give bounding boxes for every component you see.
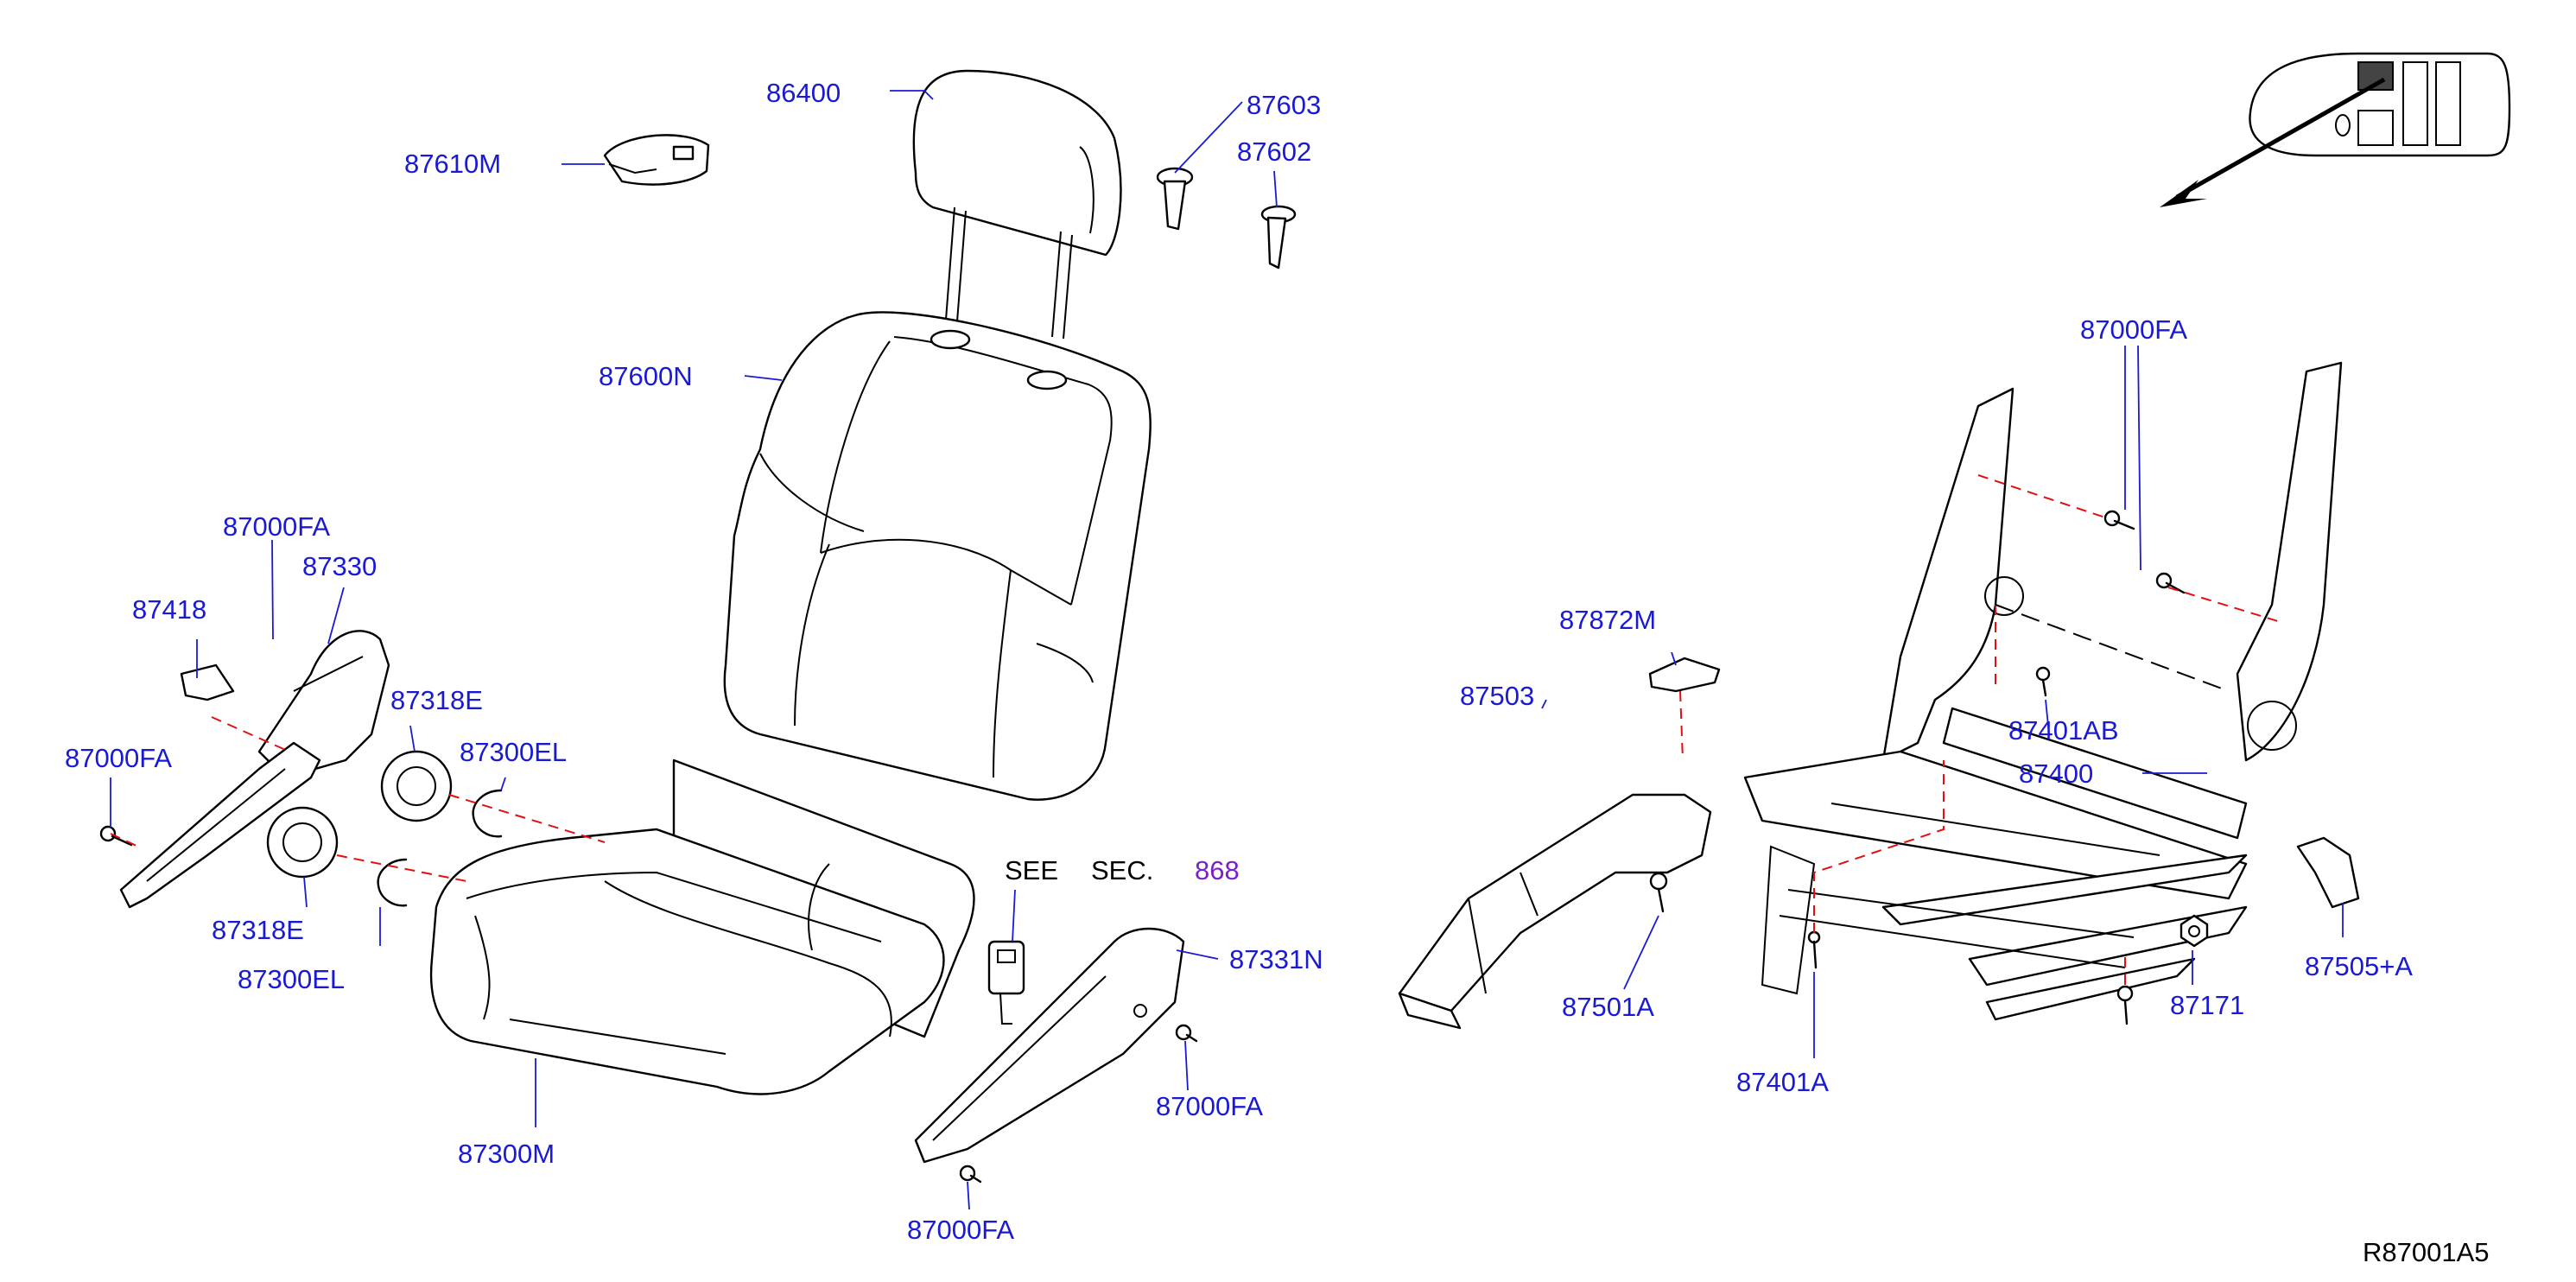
headrest-guide-87603[interactable]: [1156, 167, 1194, 231]
bolt-87000FA-frame-a[interactable]: [2103, 510, 2135, 530]
label-87318E-bottom[interactable]: 87318E: [212, 915, 304, 945]
label-87400[interactable]: 87400: [2019, 758, 2094, 789]
label-87401A[interactable]: 87401A: [1736, 1067, 1829, 1097]
install-line: [1813, 760, 1945, 933]
leader-line: [1541, 699, 1547, 709]
label-87300EL-bottom[interactable]: 87300EL: [238, 964, 346, 994]
install-line: [1679, 690, 1684, 761]
clip-87300EL-bottom[interactable]: [377, 858, 408, 907]
side-trim-87418[interactable]: [180, 663, 235, 701]
recliner-cover-87330[interactable]: [257, 630, 390, 779]
leader-line: [744, 375, 783, 381]
leader-line: [1012, 889, 1016, 942]
install-line: [336, 854, 467, 882]
label-87331N[interactable]: 87331N: [1229, 944, 1323, 974]
leader-line: [271, 539, 274, 640]
side-bracket-left[interactable]: [119, 741, 321, 909]
label-87318E-top[interactable]: 87318E: [390, 685, 483, 715]
label-87505A[interactable]: 87505+A: [2305, 951, 2413, 981]
bolt-87000FA-right-top[interactable]: [1175, 1024, 1198, 1043]
label-87610M[interactable]: 87610M: [404, 149, 502, 179]
leader-line: [2137, 345, 2141, 571]
label-87171[interactable]: 87171: [2170, 990, 2245, 1020]
bolt-87401A-right[interactable]: [2116, 985, 2134, 1025]
knob-87318E-bottom[interactable]: [266, 806, 339, 879]
label-87000FA-right-bottom[interactable]: 87000FA: [907, 1215, 1015, 1245]
nut-87171[interactable]: [2179, 914, 2209, 948]
seat-back-87600N[interactable]: [723, 311, 1152, 801]
label-87600N[interactable]: 87600N: [599, 361, 693, 391]
leader-line: [2045, 699, 2050, 735]
leader-line: [1671, 651, 1677, 666]
bolt-87401AB[interactable]: [2035, 666, 2051, 697]
label-87300M[interactable]: 87300M: [458, 1139, 555, 1169]
label-87418[interactable]: 87418: [132, 594, 207, 625]
install-line: [1995, 604, 2230, 692]
install-line: [110, 833, 139, 847]
install-line: [211, 716, 290, 752]
leader-line: [409, 725, 416, 752]
label-87401AB[interactable]: 87401AB: [2008, 715, 2119, 746]
bolt-87000FA-frame-b[interactable]: [2155, 572, 2186, 594]
leader-line: [1174, 101, 1243, 174]
cover-87505A[interactable]: [2296, 836, 2360, 909]
front-direction-arrow-icon: [2160, 77, 2386, 207]
clip-87300EL-top[interactable]: [472, 789, 503, 838]
seat-cover-87503[interactable]: [1398, 793, 1712, 1030]
section-868-link[interactable]: 868: [1195, 855, 1240, 885]
diagram-code: R87001A5: [2363, 1237, 2490, 1267]
leader-line: [1273, 170, 1278, 208]
install-line: [448, 794, 606, 843]
label-87000FA-right-top[interactable]: 87000FA: [1156, 1091, 1264, 1121]
sec-text: SEC.: [1091, 855, 1154, 885]
headrest-86400[interactable]: [912, 69, 1122, 340]
leader-line: [500, 777, 506, 791]
seat-belt-buckle[interactable]: [987, 940, 1025, 1025]
label-87000FA-left-top[interactable]: 87000FA: [223, 511, 331, 542]
install-line: [2167, 587, 2281, 623]
knob-87318E-top[interactable]: [380, 750, 453, 822]
label-87330[interactable]: 87330: [302, 551, 378, 581]
label-87501A[interactable]: 87501A: [1562, 992, 1654, 1022]
vehicle-top-view-icon: [2249, 52, 2511, 157]
label-87503[interactable]: 87503: [1460, 681, 1535, 711]
label-87000FA-frame[interactable]: 87000FA: [2080, 314, 2188, 345]
headrest-guide-87602[interactable]: [1260, 205, 1297, 270]
bolt-87401A[interactable]: [1807, 930, 1821, 969]
leader-line: [1184, 1040, 1189, 1091]
seat-cushion-87300M[interactable]: [429, 758, 975, 1095]
leader-line: [967, 1181, 970, 1210]
side-shield-87331N[interactable]: [914, 927, 1185, 1164]
bolt-87000FA-left[interactable]: [99, 825, 133, 847]
leader-line: [303, 876, 308, 908]
leader-line: [890, 90, 934, 100]
bolt-87000FA-right-bottom[interactable]: [959, 1165, 982, 1184]
label-87300EL-top[interactable]: 87300EL: [460, 737, 568, 767]
seat-frame-87400[interactable]: [1743, 361, 2343, 1021]
see-text: SEE: [1005, 855, 1059, 885]
bolt-87501A[interactable]: [1649, 872, 1668, 913]
cover-87872M[interactable]: [1648, 657, 1721, 693]
install-line: [1977, 474, 2109, 519]
cover-87610M[interactable]: [603, 134, 710, 186]
label-87602[interactable]: 87602: [1237, 136, 1312, 167]
label-87000FA-left-mid[interactable]: 87000FA: [65, 743, 173, 773]
label-87872M[interactable]: 87872M: [1559, 605, 1657, 635]
leader-line: [1623, 915, 1659, 990]
leader-line: [1176, 949, 1219, 960]
label-87603[interactable]: 87603: [1247, 90, 1322, 120]
label-86400[interactable]: 86400: [766, 78, 841, 108]
leader-line: [327, 587, 345, 644]
